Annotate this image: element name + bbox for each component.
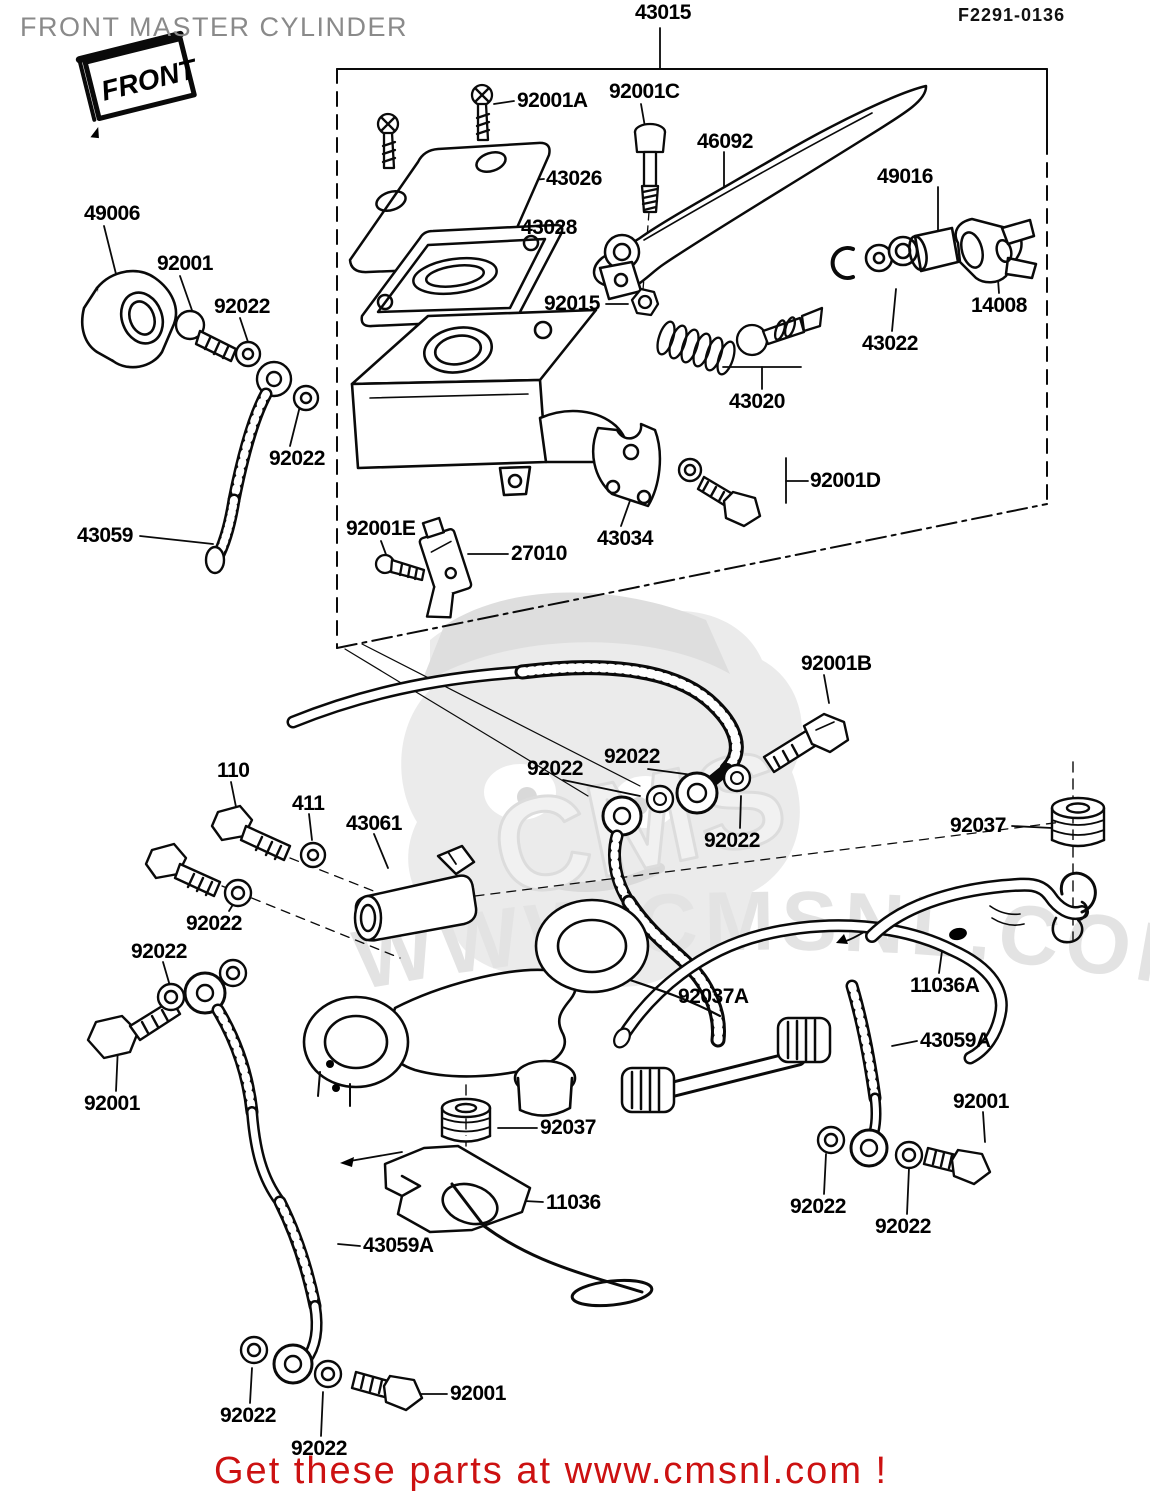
part-number-label[interactable]: 49006 [84, 202, 140, 225]
screw-92001a-drawing [376, 83, 494, 170]
assembly-box [336, 68, 1048, 649]
part-number-label[interactable]: 43015 [635, 1, 691, 24]
part-number-label[interactable]: 43059 [77, 524, 133, 547]
part-number-label[interactable]: 92001 [84, 1092, 140, 1115]
middle-brake-hose-drawing [601, 795, 726, 1048]
part-number-label[interactable]: 92001 [450, 1382, 506, 1405]
part-number-label[interactable]: 46092 [697, 130, 753, 153]
part-number-label[interactable]: 92022 [875, 1215, 931, 1238]
part-number-label[interactable]: 92022 [269, 447, 325, 470]
part-number-label[interactable]: 92037 [540, 1116, 596, 1139]
upper-brake-hose-drawing [286, 660, 752, 815]
part-number-label[interactable]: 92022 [214, 295, 270, 318]
grommet-92037-right-drawing [1050, 796, 1106, 848]
front-stamp: FRONT [75, 30, 202, 139]
junction-43061-drawing [353, 844, 478, 942]
pivot-bolt-92001c-drawing [633, 122, 667, 214]
holder-14008-drawing [954, 217, 1038, 284]
nut-92015-drawing [630, 287, 660, 317]
part-number-label[interactable]: 43022 [862, 332, 918, 355]
part-number-label[interactable]: 43059A [920, 1029, 991, 1052]
clamp-43034-drawing [591, 422, 662, 508]
part-number-label[interactable]: 11036A [910, 974, 980, 997]
hose-guide-92037a-drawing [620, 1016, 832, 1114]
part-number-label[interactable]: 92001D [810, 469, 881, 492]
part-number-label[interactable]: 92022 [220, 1404, 276, 1427]
part-number-label[interactable]: 92022 [291, 1437, 347, 1460]
part-number-label[interactable]: 14008 [971, 294, 1027, 317]
banjo-bolt-92001b-drawing [762, 712, 850, 774]
part-number-label[interactable]: 11036 [546, 1191, 601, 1214]
left-banjo-92001-drawing [86, 971, 227, 1060]
right-banjo-drawing [816, 1125, 992, 1186]
part-number-label[interactable]: 92015 [544, 292, 600, 315]
part-number-label[interactable]: 92022 [704, 829, 760, 852]
part-number-label[interactable]: 92022 [186, 912, 242, 935]
grommet-92037-left-drawing [440, 1097, 492, 1143]
bolt-110-drawing [144, 804, 292, 898]
part-number-label[interactable]: 43020 [729, 390, 785, 413]
part-number-label[interactable]: 43061 [346, 812, 402, 835]
reservoir-plate-drawing [360, 223, 564, 328]
bottom-banjo-drawing [239, 1335, 424, 1412]
boot-49006-drawing [80, 269, 178, 369]
bracket-11036a-drawing [865, 871, 1097, 944]
lower-front-hose-drawing [613, 919, 1008, 1065]
part-number-label[interactable]: 49016 [877, 165, 933, 188]
fork-crown-drawing [302, 898, 722, 1117]
long-hose-43059a-drawing [211, 1003, 323, 1366]
part-number-label[interactable]: 43034 [597, 527, 653, 550]
switch-27010-drawing [418, 516, 473, 619]
part-number-label[interactable]: 92001E [346, 517, 416, 540]
part-number-label[interactable]: 43059A [363, 1234, 434, 1257]
bracket-11036-drawing [383, 1144, 654, 1308]
part-number-label[interactable]: 92001A [517, 89, 588, 112]
part-number-label[interactable]: 92037A [678, 985, 749, 1008]
watermark-mascot: CMS WWW.CMSNL.COM [347, 592, 1150, 1009]
washers-junction-drawing [218, 841, 327, 988]
right-hose-43059a-drawing [845, 979, 882, 1142]
cylinder-body-drawing [350, 308, 635, 497]
part-number-label[interactable]: 43028 [521, 216, 577, 239]
part-number-label[interactable]: 43026 [546, 167, 602, 190]
page-title: FRONT MASTER CYLINDER [20, 12, 409, 42]
part-number-label[interactable]: 92022 [131, 940, 187, 963]
banjo-92001d-drawing [677, 457, 762, 528]
part-number-label[interactable]: 110 [217, 759, 250, 782]
hose-43059-drawing [174, 309, 320, 575]
part-number-label[interactable]: 92001 [953, 1090, 1009, 1113]
part-number-label[interactable]: 92037 [950, 814, 1006, 837]
part-number-label[interactable]: 92022 [527, 757, 583, 780]
part-number-label[interactable]: 92022 [604, 745, 660, 768]
part-number-label[interactable]: 411 [292, 792, 325, 815]
footer-banner-link[interactable]: Get these parts at www.cmsnl.com ! [214, 1450, 889, 1492]
part-number-label[interactable]: 92001C [609, 80, 680, 103]
pushrod-group-49016-drawing [830, 226, 960, 280]
part-number-label[interactable]: 92001 [157, 252, 213, 275]
spring-piston-43020-drawing [656, 306, 824, 376]
part-number-label[interactable]: 92022 [790, 1195, 846, 1218]
fiche-code: F2291-0136 [958, 5, 1066, 25]
screw-92001e-drawing [374, 553, 426, 582]
part-number-label[interactable]: 27010 [511, 542, 567, 565]
part-number-label[interactable]: 92001B [801, 652, 872, 675]
